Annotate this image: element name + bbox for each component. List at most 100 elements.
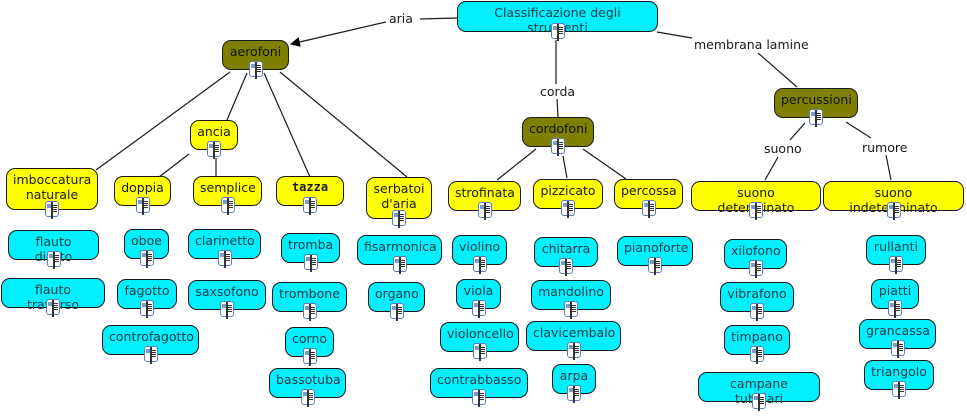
node-semplice[interactable]: semplice — [193, 176, 262, 215]
node-strofinata[interactable]: strofinata — [448, 181, 521, 220]
node-suono-indeterminato[interactable]: suono indeterminato — [823, 181, 964, 220]
node-label: saxsofono — [195, 284, 259, 299]
node-doppia[interactable]: doppia — [114, 176, 171, 215]
node-saxsofono[interactable]: saxsofono — [188, 280, 266, 319]
resource-icon[interactable] — [302, 303, 317, 321]
node-label: pianoforte — [624, 240, 689, 255]
node-vibrafono[interactable]: vibrafono — [720, 282, 794, 321]
resource-icon[interactable] — [207, 141, 221, 159]
node-mandolino[interactable]: mandolino — [531, 280, 611, 319]
resource-icon[interactable] — [559, 258, 573, 276]
resource-icon[interactable] — [551, 138, 565, 156]
resource-icon[interactable] — [550, 23, 565, 41]
node-pianoforte[interactable]: pianoforte — [617, 236, 693, 275]
resource-icon[interactable] — [140, 300, 154, 318]
link-label-corda: corda — [538, 84, 578, 99]
resource-icon[interactable] — [892, 381, 906, 399]
resource-icon[interactable] — [471, 300, 486, 318]
node-violino[interactable]: violino — [452, 235, 507, 274]
root-node-label: Classificazione degli strumenti — [494, 5, 621, 35]
node-clarinetto[interactable]: clarinetto — [188, 229, 261, 268]
resource-icon[interactable] — [472, 343, 487, 361]
node-serbatoi-aria[interactable]: serbatoi d'aria — [366, 177, 432, 228]
resource-icon[interactable] — [748, 260, 763, 278]
resource-icon[interactable] — [564, 301, 578, 319]
node-viola[interactable]: viola — [456, 279, 501, 318]
resource-icon[interactable] — [220, 197, 235, 215]
resource-icon[interactable] — [567, 385, 581, 403]
node-campane-tubolari[interactable]: campane tubolari — [698, 372, 820, 411]
node-label: piatti — [878, 283, 912, 298]
link-ancia-doppia — [158, 153, 190, 178]
node-label: timpano — [731, 329, 783, 344]
resource-icon[interactable] — [303, 254, 318, 272]
resource-icon[interactable] — [889, 256, 903, 274]
resource-icon[interactable] — [890, 340, 905, 358]
resource-icon[interactable] — [752, 393, 766, 411]
node-controfagotto[interactable]: controfagotto — [102, 325, 199, 364]
node-tazza[interactable]: tazza — [276, 176, 344, 215]
node-fisarmonica[interactable]: fisarmonica — [357, 235, 442, 274]
node-organo[interactable]: organo — [368, 282, 425, 321]
node-label: controfagotto — [109, 329, 194, 344]
node-contrabbasso[interactable]: contrabbasso — [430, 368, 528, 407]
resource-icon[interactable] — [248, 61, 263, 79]
node-corno[interactable]: corno — [285, 327, 334, 366]
resource-icon[interactable] — [302, 348, 317, 366]
node-triangolo[interactable]: triangolo — [864, 360, 934, 399]
resource-icon[interactable] — [750, 303, 764, 321]
node-percossa[interactable]: percossa — [614, 179, 683, 218]
node-chitarra[interactable]: chitarra — [534, 237, 598, 276]
resource-icon[interactable] — [472, 389, 486, 407]
node-percussioni[interactable]: percussioni — [774, 88, 858, 127]
resource-icon[interactable] — [477, 202, 492, 220]
node-rullanti[interactable]: rullanti — [866, 235, 926, 274]
node-timpano[interactable]: timpano — [724, 325, 790, 364]
node-tromba[interactable]: tromba — [281, 233, 340, 272]
resource-icon[interactable] — [45, 201, 59, 219]
resource-icon[interactable] — [303, 197, 317, 215]
node-violoncello[interactable]: violoncello — [440, 322, 519, 361]
node-grancassa[interactable]: grancassa — [859, 319, 936, 358]
resource-icon[interactable] — [143, 346, 158, 364]
resource-icon[interactable] — [888, 300, 902, 318]
node-imboccatura-naturale[interactable]: imboccatura naturale — [6, 168, 98, 219]
resource-icon[interactable] — [561, 200, 575, 218]
resource-icon[interactable] — [566, 342, 581, 360]
link-corda-cordofoni — [556, 98, 559, 118]
node-cordofoni[interactable]: cordofoni — [522, 117, 594, 156]
resource-icon[interactable] — [220, 301, 234, 319]
node-aerofoni[interactable]: aerofoni — [222, 40, 289, 79]
node-piatti[interactable]: piatti — [871, 279, 919, 318]
node-arpa[interactable]: arpa — [552, 364, 596, 403]
node-fagotto[interactable]: fagotto — [117, 279, 177, 318]
node-clavicembalo[interactable]: clavicembalo — [526, 321, 621, 360]
resource-icon[interactable] — [392, 256, 407, 274]
resource-icon[interactable] — [46, 299, 60, 317]
node-oboe[interactable]: oboe — [124, 229, 169, 268]
resource-icon[interactable] — [749, 202, 763, 220]
node-trombone[interactable]: trombone — [272, 282, 347, 321]
node-flauto-diritto[interactable]: flauto diritto — [8, 230, 99, 269]
resource-icon[interactable] — [472, 256, 487, 274]
root-node[interactable]: Classificazione degli strumenti — [457, 1, 658, 41]
node-pizzicato[interactable]: pizzicato — [533, 179, 603, 218]
resource-icon[interactable] — [217, 250, 232, 268]
node-label: mandolino — [538, 284, 604, 299]
resource-icon[interactable] — [809, 109, 823, 127]
resource-icon[interactable] — [641, 200, 656, 218]
node-flauto-traverso[interactable]: flauto traverso — [1, 278, 105, 317]
node-xilofono[interactable]: xilofono — [724, 239, 787, 278]
resource-icon[interactable] — [886, 202, 901, 220]
resource-icon[interactable] — [135, 197, 150, 215]
resource-icon[interactable] — [392, 210, 406, 228]
resource-icon[interactable] — [46, 251, 61, 269]
resource-icon[interactable] — [139, 250, 154, 268]
node-bassotuba[interactable]: bassotuba — [269, 368, 346, 407]
resource-icon[interactable] — [300, 389, 315, 407]
resource-icon[interactable] — [648, 257, 662, 275]
node-suono-determinato[interactable]: suono determinato — [691, 181, 821, 220]
resource-icon[interactable] — [750, 346, 764, 364]
node-ancia[interactable]: ancia — [190, 120, 238, 159]
resource-icon[interactable] — [389, 303, 404, 321]
